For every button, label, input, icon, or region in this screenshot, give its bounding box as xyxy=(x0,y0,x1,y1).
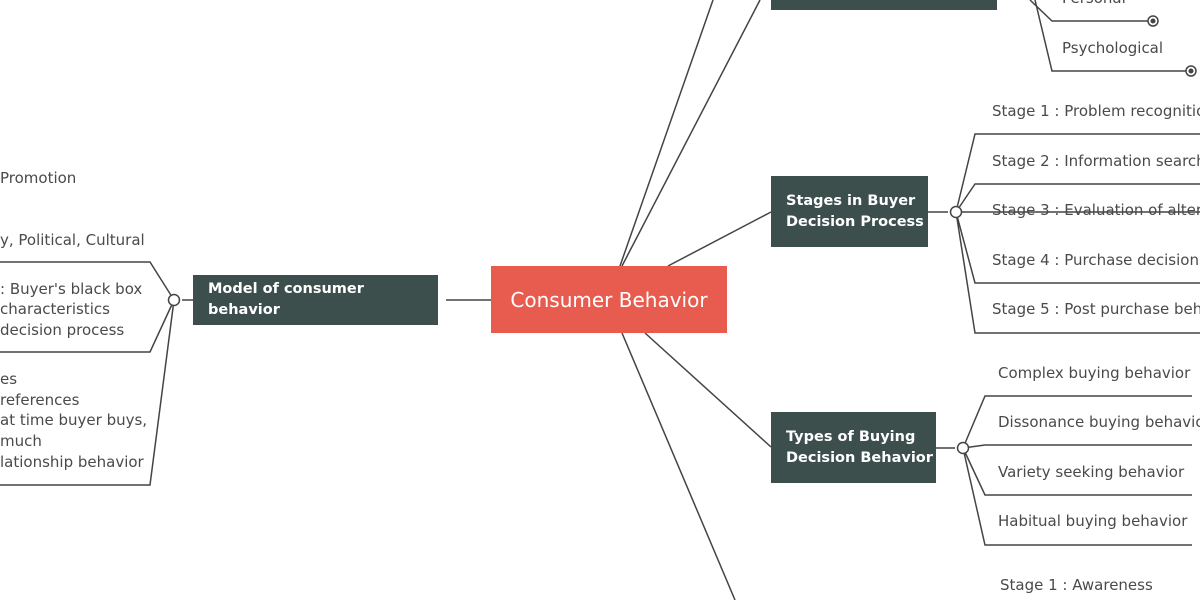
types-node[interactable]: Types of Buying Decision Behavior xyxy=(771,412,936,483)
model-item: es xyxy=(0,370,18,388)
type-item: Habitual buying behavior xyxy=(998,512,1188,530)
central-topic[interactable]: Consumer Behavior xyxy=(491,266,727,333)
stages-label-line: Decision Process xyxy=(786,213,924,230)
factor-item: Personal xyxy=(1062,0,1126,9)
types-label-line: Types of Buying xyxy=(786,428,916,445)
stage-item: Stage 1 : Problem recognitio xyxy=(992,102,1200,120)
types-label-line: Decision Behavior xyxy=(786,449,933,466)
model-node[interactable]: Model of consumer behavior xyxy=(193,275,438,325)
factors-node[interactable] xyxy=(771,0,997,10)
model-item: lationship behavior xyxy=(0,453,144,471)
type-item: Variety seeking behavior xyxy=(998,463,1185,481)
model-item: references xyxy=(0,391,80,409)
model-item: at time buyer buys, xyxy=(0,411,148,429)
stage-item: Stage 3 : Evaluation of altern xyxy=(992,201,1200,219)
type-item: Complex buying behavior xyxy=(998,364,1191,382)
type-item: Dissonance buying behavio xyxy=(998,413,1200,431)
bottom-item: Stage 1 : Awareness xyxy=(1000,576,1153,594)
stage-item: Stage 2 : Information search xyxy=(992,152,1200,170)
model-item: Promotion xyxy=(0,169,77,187)
stage-item: Stage 4 : Purchase decision xyxy=(992,251,1199,269)
factor-item: Psychological xyxy=(1062,39,1164,57)
model-item: y, Political, Cultural xyxy=(0,231,145,249)
stages-label-line: Stages in Buyer xyxy=(786,192,916,209)
stages-node[interactable]: Stages in Buyer Decision Process xyxy=(771,176,928,247)
model-item: characteristics xyxy=(0,300,110,318)
model-item: much xyxy=(0,432,42,450)
model-item: : Buyer's black box xyxy=(0,280,143,298)
model-item: decision process xyxy=(0,321,125,339)
stage-item: Stage 5 : Post purchase beha xyxy=(992,300,1200,318)
